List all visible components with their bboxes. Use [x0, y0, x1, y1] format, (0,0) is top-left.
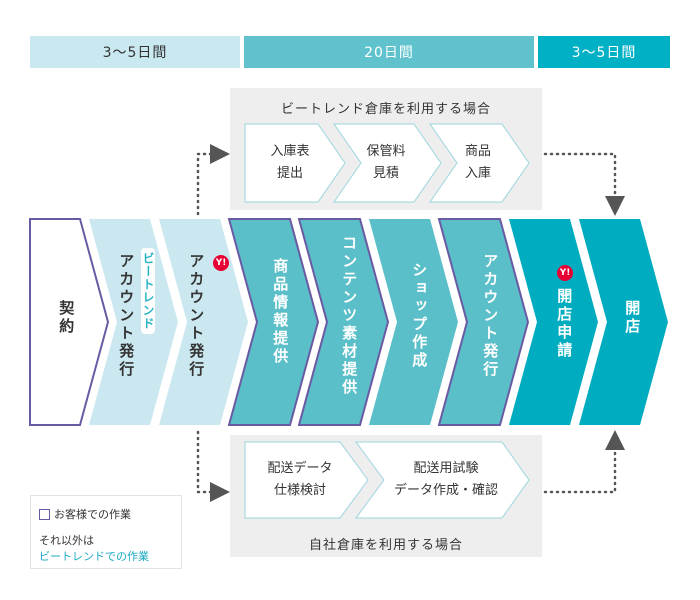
main-step-5-chevron: [297, 218, 390, 426]
top-step-2-line2: 見積: [372, 166, 399, 181]
step-account-issue-label: アカウント発行: [481, 253, 500, 379]
top-step-1-text: 入庫表 提出: [250, 141, 330, 185]
yahoo-badge-icon: Y!: [213, 255, 229, 271]
phase-3-label: 3〜5日間: [571, 45, 637, 61]
main-step-2-chevron: [89, 219, 178, 425]
legend-customer-label: お客様での作業: [54, 508, 131, 521]
top-step-chevron-2: [333, 123, 442, 203]
bottom-step-1-line1: 配送データ: [267, 461, 333, 476]
step-contract-label: 契約: [57, 300, 76, 336]
top-step-chevron-3: [429, 123, 530, 203]
yahoo-badge-icon: Y!: [557, 265, 573, 281]
phase-2-label: 20日間: [364, 45, 414, 61]
step-shop-creation-label: ショップ作成: [410, 262, 429, 370]
phase-bar-1: 3〜5日間: [30, 36, 240, 68]
bottom-step-2-line2: データ作成・確認: [393, 483, 498, 498]
main-step-6-chevron: [369, 219, 458, 425]
bottom-step-2-text: 配送用試験 データ作成・確認: [376, 458, 516, 502]
bottom-step-chevron-1: [244, 441, 369, 519]
top-panel-title: ビートレンド倉庫を利用する場合: [280, 102, 491, 117]
step-product-info-label: 商品情報提供: [271, 258, 290, 366]
top-branch-connector-in: [196, 144, 230, 216]
legend-other-highlight: ビートレンドでの作業: [39, 550, 149, 563]
main-step-9-chevron: [579, 219, 668, 425]
top-step-3-line1: 商品: [464, 144, 491, 159]
bottom-branch-connector-in: [196, 430, 230, 502]
top-step-chevron-1: [244, 123, 346, 203]
top-step-3-line2: 入庫: [464, 166, 491, 181]
main-step-7-chevron: [437, 218, 530, 426]
main-step-3-chevron: [159, 219, 248, 425]
main-step-4-chevron: [227, 218, 320, 426]
top-step-1-line2: 提出: [276, 166, 303, 181]
bottom-step-chevron-2: [355, 441, 530, 519]
customer-swatch-icon: [39, 508, 50, 520]
step-open-application-label: 開店申請: [555, 288, 574, 360]
bottom-step-1-text: 配送データ 仕様検討: [250, 458, 350, 502]
step-content-label: コンテンツ素材提供: [340, 235, 359, 397]
step-yahoo-account-label: アカウント発行: [187, 253, 206, 379]
phase-bar-2: 20日間: [244, 36, 534, 68]
main-step-8-chevron: [509, 219, 598, 425]
main-step-1-chevron: [29, 218, 110, 426]
phase-bar-3: 3〜5日間: [538, 36, 670, 68]
bottom-branch-connector-out: [543, 430, 625, 494]
legend-customer-row: お客様での作業: [39, 506, 131, 522]
top-step-2-text: 保管料 見積: [346, 141, 426, 185]
bottom-step-1-line2: 仕様検討: [273, 483, 326, 498]
top-step-1-line1: 入庫表: [270, 144, 310, 159]
phase-1-label: 3〜5日間: [102, 45, 168, 61]
top-branch-connector-out: [543, 152, 625, 216]
step-beetrend-account-label: アカウント発行: [117, 253, 136, 379]
legend: お客様での作業 それ以外は ビートレンドでの作業: [30, 495, 182, 569]
legend-other-prefix: それ以外は: [39, 534, 94, 547]
top-step-3-text: 商品 入庫: [438, 141, 518, 185]
step-open-label: 開店: [623, 300, 642, 336]
bottom-panel-title: 自社倉庫を利用する場合: [308, 538, 463, 553]
beetrend-pill: ビートレンド: [141, 248, 155, 334]
top-step-2-line1: 保管料: [366, 144, 406, 159]
bottom-step-2-line1: 配送用試験: [413, 461, 479, 476]
